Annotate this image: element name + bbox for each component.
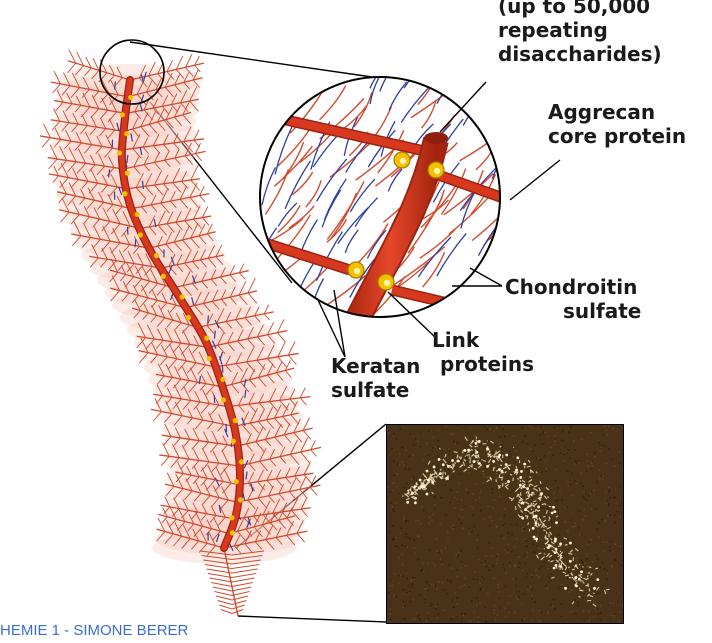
electron-micrograph (386, 424, 624, 624)
keratan-sulfate-label: Keratan sulfate (331, 354, 420, 402)
link-proteins-label: Link proteins (432, 328, 534, 376)
hyaluronan-label: (up to 50,000 repeating disaccharides) (498, 0, 662, 66)
chondroitin-pointer-1 (470, 268, 502, 286)
micrograph-leader-bottom (238, 616, 386, 622)
footer-credit: HEMIE 1 - SIMONE BERER (0, 622, 188, 639)
aggregate-halo (50, 64, 311, 564)
hyaluronan-cut-end (424, 132, 448, 144)
micrograph-image (387, 425, 623, 623)
proteoglycan-aggregate (40, 40, 321, 616)
aggrecan-core-protein-label: Aggrecan core protein (548, 100, 686, 148)
aggrecan-pointer (510, 160, 560, 200)
chondroitin-sulfate-label: Chondroitin sulfate (505, 275, 641, 323)
